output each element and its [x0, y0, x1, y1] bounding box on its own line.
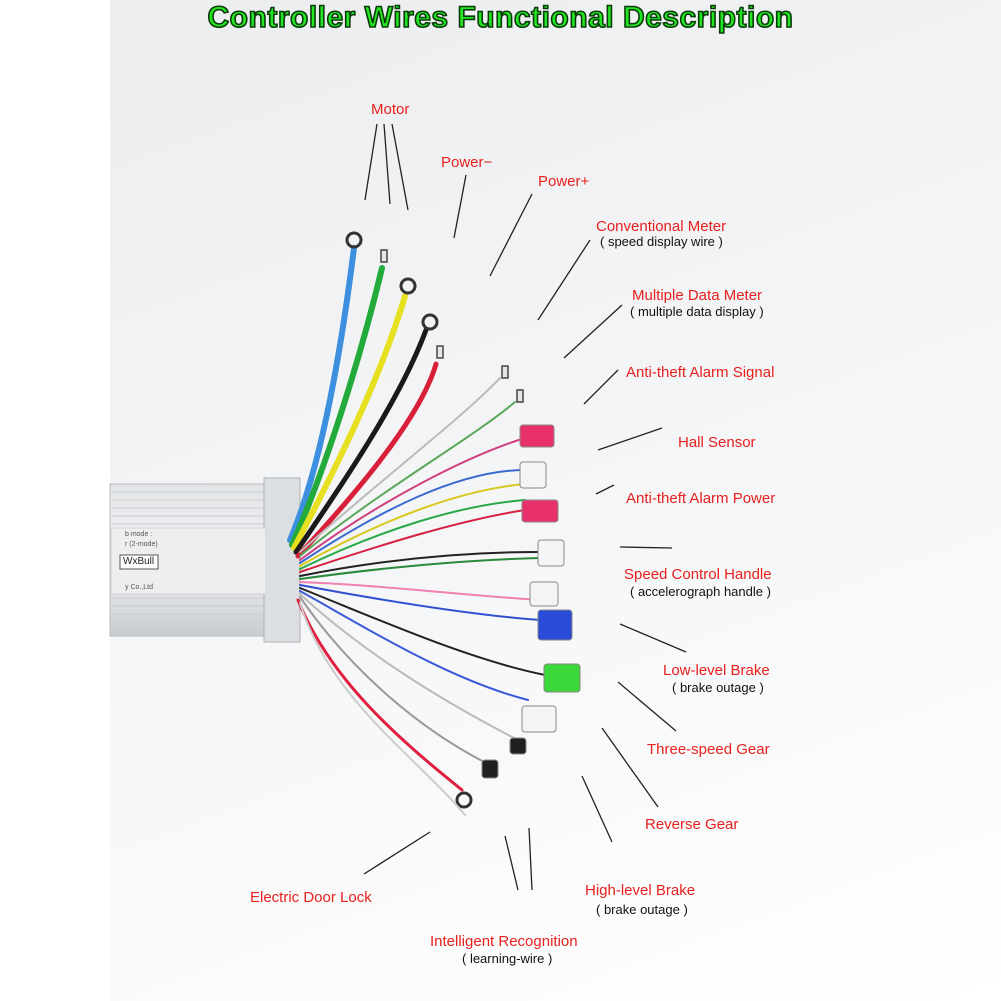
label-motor: Motor: [371, 101, 410, 118]
connector-black-small-b: [481, 759, 499, 779]
label-high-level-brake: High-level Brake: [585, 882, 696, 899]
label-power-plus: Power+: [538, 173, 590, 190]
wire-motor-yellow-ring-terminal: [399, 277, 417, 295]
pointer-motor-b: [383, 123, 391, 205]
wire-motor-blue: [287, 245, 357, 543]
connector-three-speed-green: [543, 663, 581, 693]
page-title: Controller Wires Functional Description: [207, 0, 794, 35]
label-power-minus: Power−: [441, 154, 493, 171]
connector-reverse-white: [521, 705, 557, 733]
wire-power-black-ring-terminal: [421, 313, 439, 331]
pointer-motor-a: [364, 123, 378, 201]
wire-harness: [287, 231, 581, 816]
pointer-conventional-meter: [537, 239, 591, 321]
pointer-antitheft-signal: [583, 369, 619, 405]
pointer-lines: [363, 123, 687, 891]
wire-power-red2: [299, 509, 526, 573]
label-hall-sensor: Hall Sensor: [678, 434, 756, 451]
label-intelligent-recognition-sub: ( learning-wire ): [462, 951, 553, 966]
label-conventional-meter-sub: ( speed display wire ): [600, 234, 723, 249]
wire-white-rev: [299, 593, 519, 741]
wire-meter-thin: [299, 377, 501, 553]
wire-power-red: [295, 361, 439, 559]
wire-power-red-spade-terminal: [436, 345, 444, 359]
pointer-motor-c: [391, 123, 409, 211]
pointer-intelligent-a: [504, 835, 519, 891]
label-speed-control-handle: Speed Control Handle: [624, 566, 772, 583]
label-three-speed-gear: Three-speed Gear: [647, 741, 770, 758]
label-multiple-data-meter: Multiple Data Meter: [632, 287, 763, 304]
wire-gray-rev2: [299, 596, 491, 766]
pointer-three-speed: [617, 681, 677, 732]
wire-blue-brake: [299, 584, 541, 621]
connector-throttle-white: [537, 539, 565, 567]
wire-hall-yellow: [299, 483, 526, 567]
controller-label-line1: b mode :: [125, 531, 153, 538]
pointer-multiple-data-meter: [563, 304, 623, 359]
wire-power-black: [293, 327, 429, 555]
wire-pink: [299, 581, 541, 601]
wire-alarm-mix2: [299, 469, 526, 564]
pointer-speed-control: [619, 546, 673, 549]
pointer-door-lock: [363, 831, 431, 875]
controller-label-line2: r (2-mode): [125, 541, 158, 548]
pointer-high-brake: [581, 775, 613, 843]
wire-black-gear: [299, 587, 546, 676]
wire-data-green: [299, 401, 516, 557]
pointer-power-plus: [489, 193, 533, 277]
wire-red-doorlock-ring-terminal: [455, 791, 473, 809]
label-low-level-brake-sub: ( brake outage ): [672, 680, 764, 695]
connector-alarm-power-pink: [521, 499, 559, 523]
label-electric-door-lock: Electric Door Lock: [250, 889, 372, 906]
label-conventional-meter: Conventional Meter: [596, 218, 727, 235]
wire-data-green-spade-terminal: [516, 389, 524, 403]
wire-motor-blue-ring-terminal: [345, 231, 363, 249]
wire-throttle-a: [299, 551, 541, 577]
connector-white-mid: [529, 581, 559, 607]
label-reverse-gear: Reverse Gear: [645, 816, 739, 833]
pointer-hall-sensor: [597, 427, 663, 451]
wire-blue-gear: [299, 590, 529, 701]
wire-alarm-mix1: [299, 437, 526, 561]
controller-label-line3: y Co.,Ltd: [125, 584, 154, 591]
connector-black-small-a: [509, 737, 527, 755]
label-antitheft-alarm-signal: Anti-theft Alarm Signal: [626, 364, 775, 381]
label-low-level-brake: Low-level Brake: [663, 662, 770, 679]
connector-hall-white: [519, 461, 547, 489]
connector-alarm-signal-pink: [519, 424, 555, 448]
wire-motor-green: [289, 265, 385, 548]
wire-red-doorlock: [296, 598, 464, 792]
connector-low-brake-blue: [537, 609, 573, 641]
controller-housing: [109, 477, 301, 643]
pointer-low-brake: [619, 623, 687, 653]
controller-brand-label: WxBull: [123, 556, 155, 567]
wire-hall-green: [299, 499, 526, 570]
label-intelligent-recognition: Intelligent Recognition: [430, 933, 578, 950]
wire-white-learn: [299, 602, 466, 816]
wire-motor-yellow: [291, 293, 408, 551]
label-antitheft-alarm-power: Anti-theft Alarm Power: [626, 490, 776, 507]
pointer-intelligent-b: [528, 827, 533, 891]
pointer-power-minus: [453, 174, 467, 239]
label-high-level-brake-sub: ( brake outage ): [596, 902, 688, 917]
wire-motor-green-spade-terminal: [380, 249, 388, 263]
pointer-antitheft-power: [595, 484, 615, 495]
wire-meter-thin-spade-terminal: [501, 365, 509, 379]
label-multiple-data-meter-sub: ( multiple data display ): [630, 304, 764, 319]
wire-throttle-b: [299, 557, 541, 580]
pointer-reverse-gear: [601, 727, 659, 808]
label-speed-control-handle-sub: ( accelerograph handle ): [630, 584, 771, 599]
